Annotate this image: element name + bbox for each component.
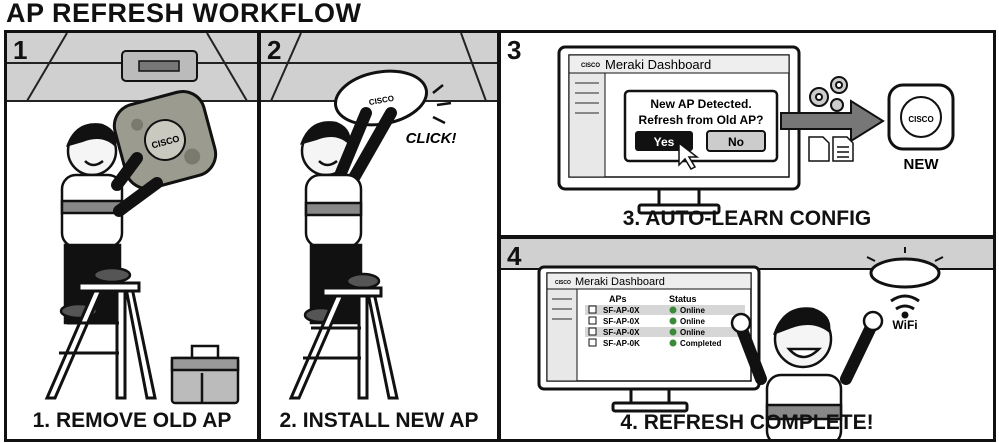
cisco-logo: CISCO	[581, 63, 600, 69]
row-checkbox[interactable]	[588, 327, 597, 336]
wifi-label: WiFi	[892, 318, 917, 332]
technician	[299, 107, 397, 325]
no-button[interactable]: No	[706, 130, 766, 152]
panel-number: 2	[267, 35, 282, 65]
row-checkbox[interactable]	[588, 305, 597, 314]
panel-install-new-ap: CISCO CLICK!	[258, 30, 500, 442]
auto-learn-illustration: CISCO Meraki Dashboard New AP Detected. …	[557, 45, 955, 215]
panel-remove-old-ap: CISCO	[4, 30, 260, 442]
check-icon	[669, 306, 677, 314]
arrow-right-icon	[780, 99, 885, 143]
column-header-aps: APs	[609, 294, 627, 304]
check-icon	[669, 317, 677, 325]
celebrating-person	[730, 307, 884, 439]
ap-status: Online	[680, 306, 705, 315]
ap-status: Online	[680, 317, 705, 326]
toolbox	[170, 344, 240, 405]
row-checkbox[interactable]	[588, 338, 597, 347]
panel-refresh-complete: CISCO Meraki Dashboard APs Status SF-AP-…	[498, 236, 996, 442]
ladder	[288, 286, 399, 400]
panel-number: 4	[507, 241, 522, 271]
new-label: NEW	[904, 156, 940, 173]
table-row: SF-AP-0X Online	[585, 327, 745, 337]
refresh-complete-illustration: CISCO Meraki Dashboard APs Status SF-AP-…	[501, 247, 993, 439]
panel-number: 1	[13, 35, 28, 65]
new-ap: CISCO NEW	[887, 83, 955, 173]
ap-name: SF-AP-0X	[603, 306, 640, 315]
ap-name: SF-AP-0X	[603, 328, 640, 337]
wifi-icon	[890, 294, 920, 319]
svg-text:No: No	[728, 135, 744, 149]
monitor: CISCO Meraki Dashboard APs Status SF-AP-…	[537, 265, 761, 413]
ladder	[44, 281, 157, 400]
panel-caption: 1. REMOVE OLD AP	[32, 409, 232, 432]
check-icon	[669, 328, 677, 336]
table-row: SF-AP-0K Completed	[588, 338, 721, 348]
page-title: AP REFRESH WORKFLOW	[6, 0, 362, 28]
column-header-status: Status	[669, 294, 697, 304]
gear-icon	[809, 76, 848, 112]
panel-caption: 2. INSTALL NEW AP	[279, 409, 479, 432]
ap-name: SF-AP-0K	[603, 339, 640, 348]
panel-auto-learn-config: CISCO Meraki Dashboard New AP Detected. …	[498, 30, 996, 238]
remove-old-ap-illustration: CISCO	[7, 33, 257, 405]
row-checkbox[interactable]	[588, 316, 597, 325]
ap-status: Online	[680, 328, 705, 337]
ap-name: SF-AP-0X	[603, 317, 640, 326]
panel-number: 3	[507, 35, 522, 65]
ap-brand-label: CISCO	[368, 94, 395, 107]
wifi-ap: WiFi	[866, 247, 944, 332]
ap-status: Completed	[680, 339, 721, 348]
table-row: SF-AP-0X Online	[585, 316, 745, 326]
cisco-logo: CISCO	[555, 280, 571, 286]
technician	[59, 123, 163, 325]
click-sound-label: CLICK!	[406, 130, 457, 147]
panel-caption: 3. AUTO-LEARN CONFIG	[622, 207, 872, 230]
monitor: CISCO Meraki Dashboard New AP Detected. …	[557, 45, 801, 215]
panel-caption: 4. REFRESH COMPLETE!	[620, 411, 874, 434]
cursor-icon	[678, 141, 700, 170]
dashboard-title: Meraki Dashboard	[605, 57, 711, 72]
svg-text:Yes: Yes	[654, 135, 675, 149]
table-row: SF-AP-0X Online	[585, 305, 745, 315]
dashboard-title: Meraki Dashboard	[575, 276, 665, 288]
install-new-ap-illustration: CISCO CLICK!	[261, 33, 497, 400]
check-icon	[669, 339, 677, 347]
document-icon	[808, 136, 854, 162]
click-marks	[432, 84, 452, 125]
dialog-line-1: New AP Detected.	[650, 97, 751, 111]
dialog-line-2: Refresh from Old AP?	[639, 113, 764, 127]
ap-brand-label: CISCO	[908, 115, 933, 124]
